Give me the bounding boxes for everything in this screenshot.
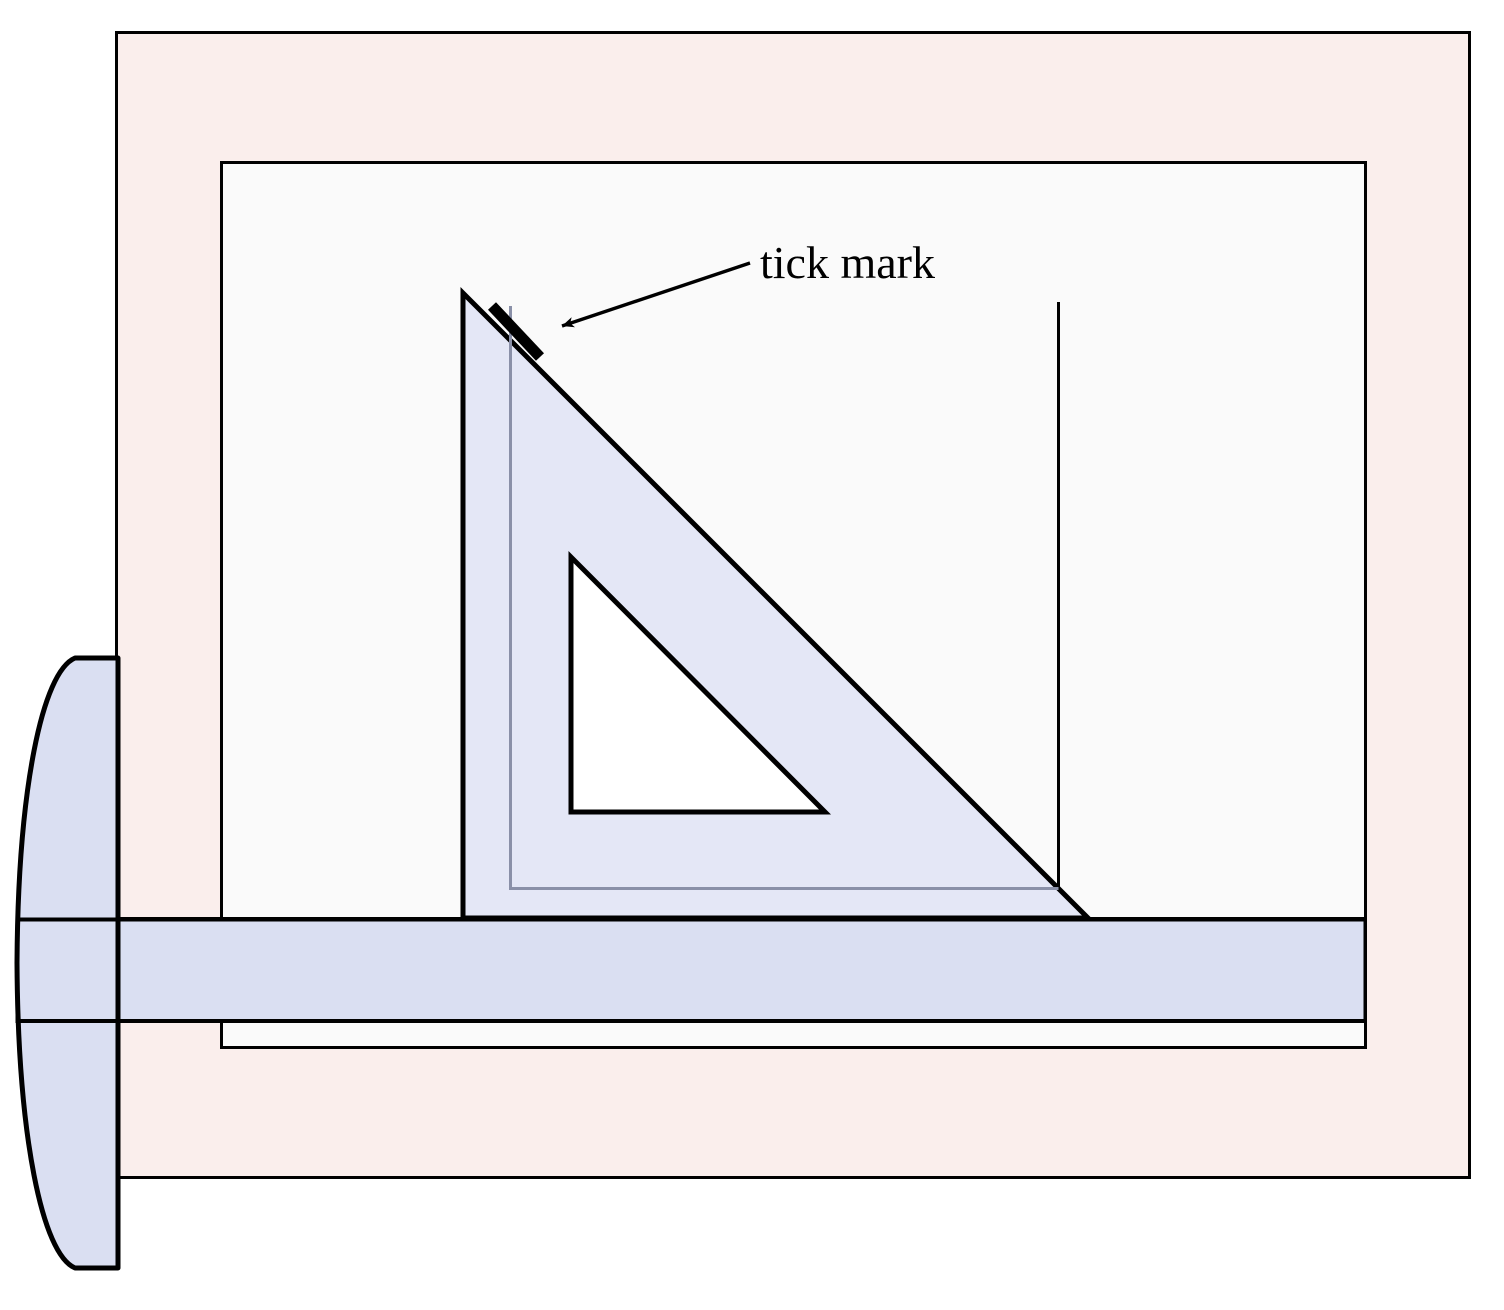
- t-square-blade-edges: [17, 917, 1365, 1023]
- t-square-blade: [15, 917, 1367, 1023]
- construction-guide-outline: [509, 306, 1059, 890]
- tick-mark-stroke: [487, 302, 545, 361]
- set-square-cutout-outline: [568, 550, 832, 815]
- tick-mark-leader-line: [561, 261, 751, 328]
- tick-mark-label: tick mark: [760, 237, 935, 288]
- t-square-head: [14, 655, 121, 1271]
